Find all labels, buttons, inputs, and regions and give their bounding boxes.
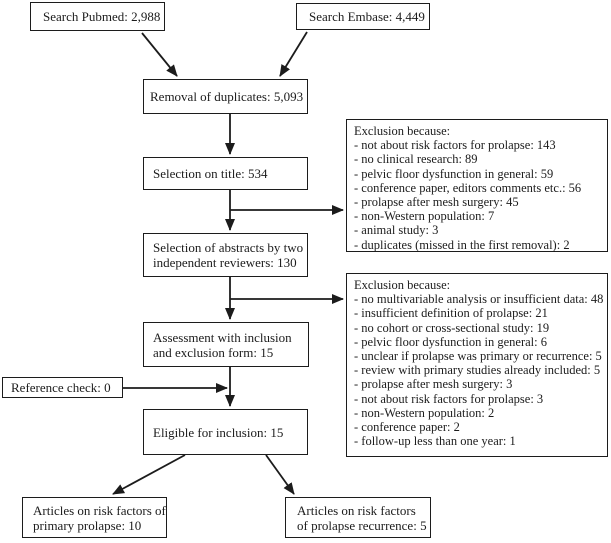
- exclusion-1-item: - duplicates (missed in the first remova…: [354, 237, 570, 252]
- flow-box-eligible: Eligible for inclusion: 15: [143, 409, 308, 455]
- search-embase-label: Search Embase: 4,449: [309, 9, 425, 24]
- exclusion-2-item: - conference paper: 2: [354, 420, 460, 435]
- exclusion-1-item: - prolapse after mesh surgery: 45: [354, 195, 519, 210]
- exclusion-2-item: - unclear if prolapse was primary or rec…: [354, 349, 602, 364]
- reference-check-label: Reference check: 0: [11, 380, 111, 395]
- arrow-embase-to-removal: [279, 31, 308, 77]
- exclusion-2-item: - no cohort or cross-sectional study: 19: [354, 320, 550, 335]
- arrow-eligible-to-primary: [112, 454, 186, 495]
- exclusion-2-title: Exclusion because:: [354, 278, 451, 292]
- search-pubmed-label: Search Pubmed: 2,988: [43, 9, 161, 24]
- flow-box-articles-primary: Articles on risk factors of primary prol…: [22, 497, 167, 538]
- flow-box-removal-duplicates: Removal of duplicates: 5,093: [143, 79, 308, 114]
- exclusion-1-item: - conference paper, editors comments etc…: [354, 180, 582, 195]
- flow-box-reference-check: Reference check: 0: [2, 377, 123, 398]
- eligible-label: Eligible for inclusion: 15: [153, 424, 284, 440]
- exclusion-2-item: - follow-up less than one year: 1: [354, 434, 516, 449]
- assessment-label: Assessment with inclusion and exclusion …: [153, 329, 292, 360]
- exclusion-2-item: - pelvic floor dysfunction in general: 6: [354, 334, 547, 349]
- exclusion-2-item: - not about risk factors for prolapse: 3: [354, 391, 544, 406]
- flow-box-exclusion-2: Exclusion because: - no multivariable an…: [346, 273, 608, 457]
- exclusion-1-title: Exclusion because:: [354, 124, 451, 138]
- exclusion-2-item: - prolapse after mesh surgery: 3: [354, 377, 513, 392]
- exclusion-1-item: - not about risk factors for prolapse: 1…: [354, 138, 556, 153]
- flow-box-search-embase: Search Embase: 4,449: [296, 3, 430, 30]
- selection-title-label: Selection on title: 534: [153, 166, 268, 181]
- exclusion-1-item: - non-Western population: 7: [354, 209, 495, 224]
- articles-primary-label: Articles on risk factors of primary prol…: [33, 502, 166, 533]
- arrow-eligible-to-recurrence: [265, 454, 295, 495]
- arrow-pubmed-to-removal: [141, 32, 178, 77]
- exclusion-1-item: - pelvic floor dysfunction in general: 5…: [354, 166, 554, 181]
- articles-recurrence-label: Articles on risk factors of prolapse rec…: [297, 502, 427, 533]
- removal-duplicates-label: Removal of duplicates: 5,093: [150, 89, 304, 104]
- flow-box-exclusion-1: Exclusion because: - not about risk fact…: [346, 119, 608, 252]
- exclusion-1-item: - no clinical research: 89: [354, 152, 478, 167]
- exclusion-2-item: - review with primary studies already in…: [354, 363, 601, 378]
- flow-box-selection-abstracts: Selection of abstracts by two independen…: [143, 233, 308, 277]
- exclusion-2-item: - non-Western population: 2: [354, 405, 495, 420]
- flow-box-search-pubmed: Search Pubmed: 2,988: [30, 2, 165, 31]
- flow-box-articles-recurrence: Articles on risk factors of prolapse rec…: [285, 497, 431, 538]
- exclusion-1-item: - animal study: 3: [354, 223, 439, 238]
- flow-box-assessment: Assessment with inclusion and exclusion …: [143, 322, 309, 367]
- exclusion-2-item: - no multivariable analysis or insuffici…: [354, 292, 604, 307]
- flow-box-selection-title: Selection on title: 534: [143, 157, 308, 190]
- exclusion-2-item: - insufficient definition of prolapse: 2…: [354, 306, 548, 321]
- selection-abstracts-label: Selection of abstracts by two independen…: [153, 240, 304, 270]
